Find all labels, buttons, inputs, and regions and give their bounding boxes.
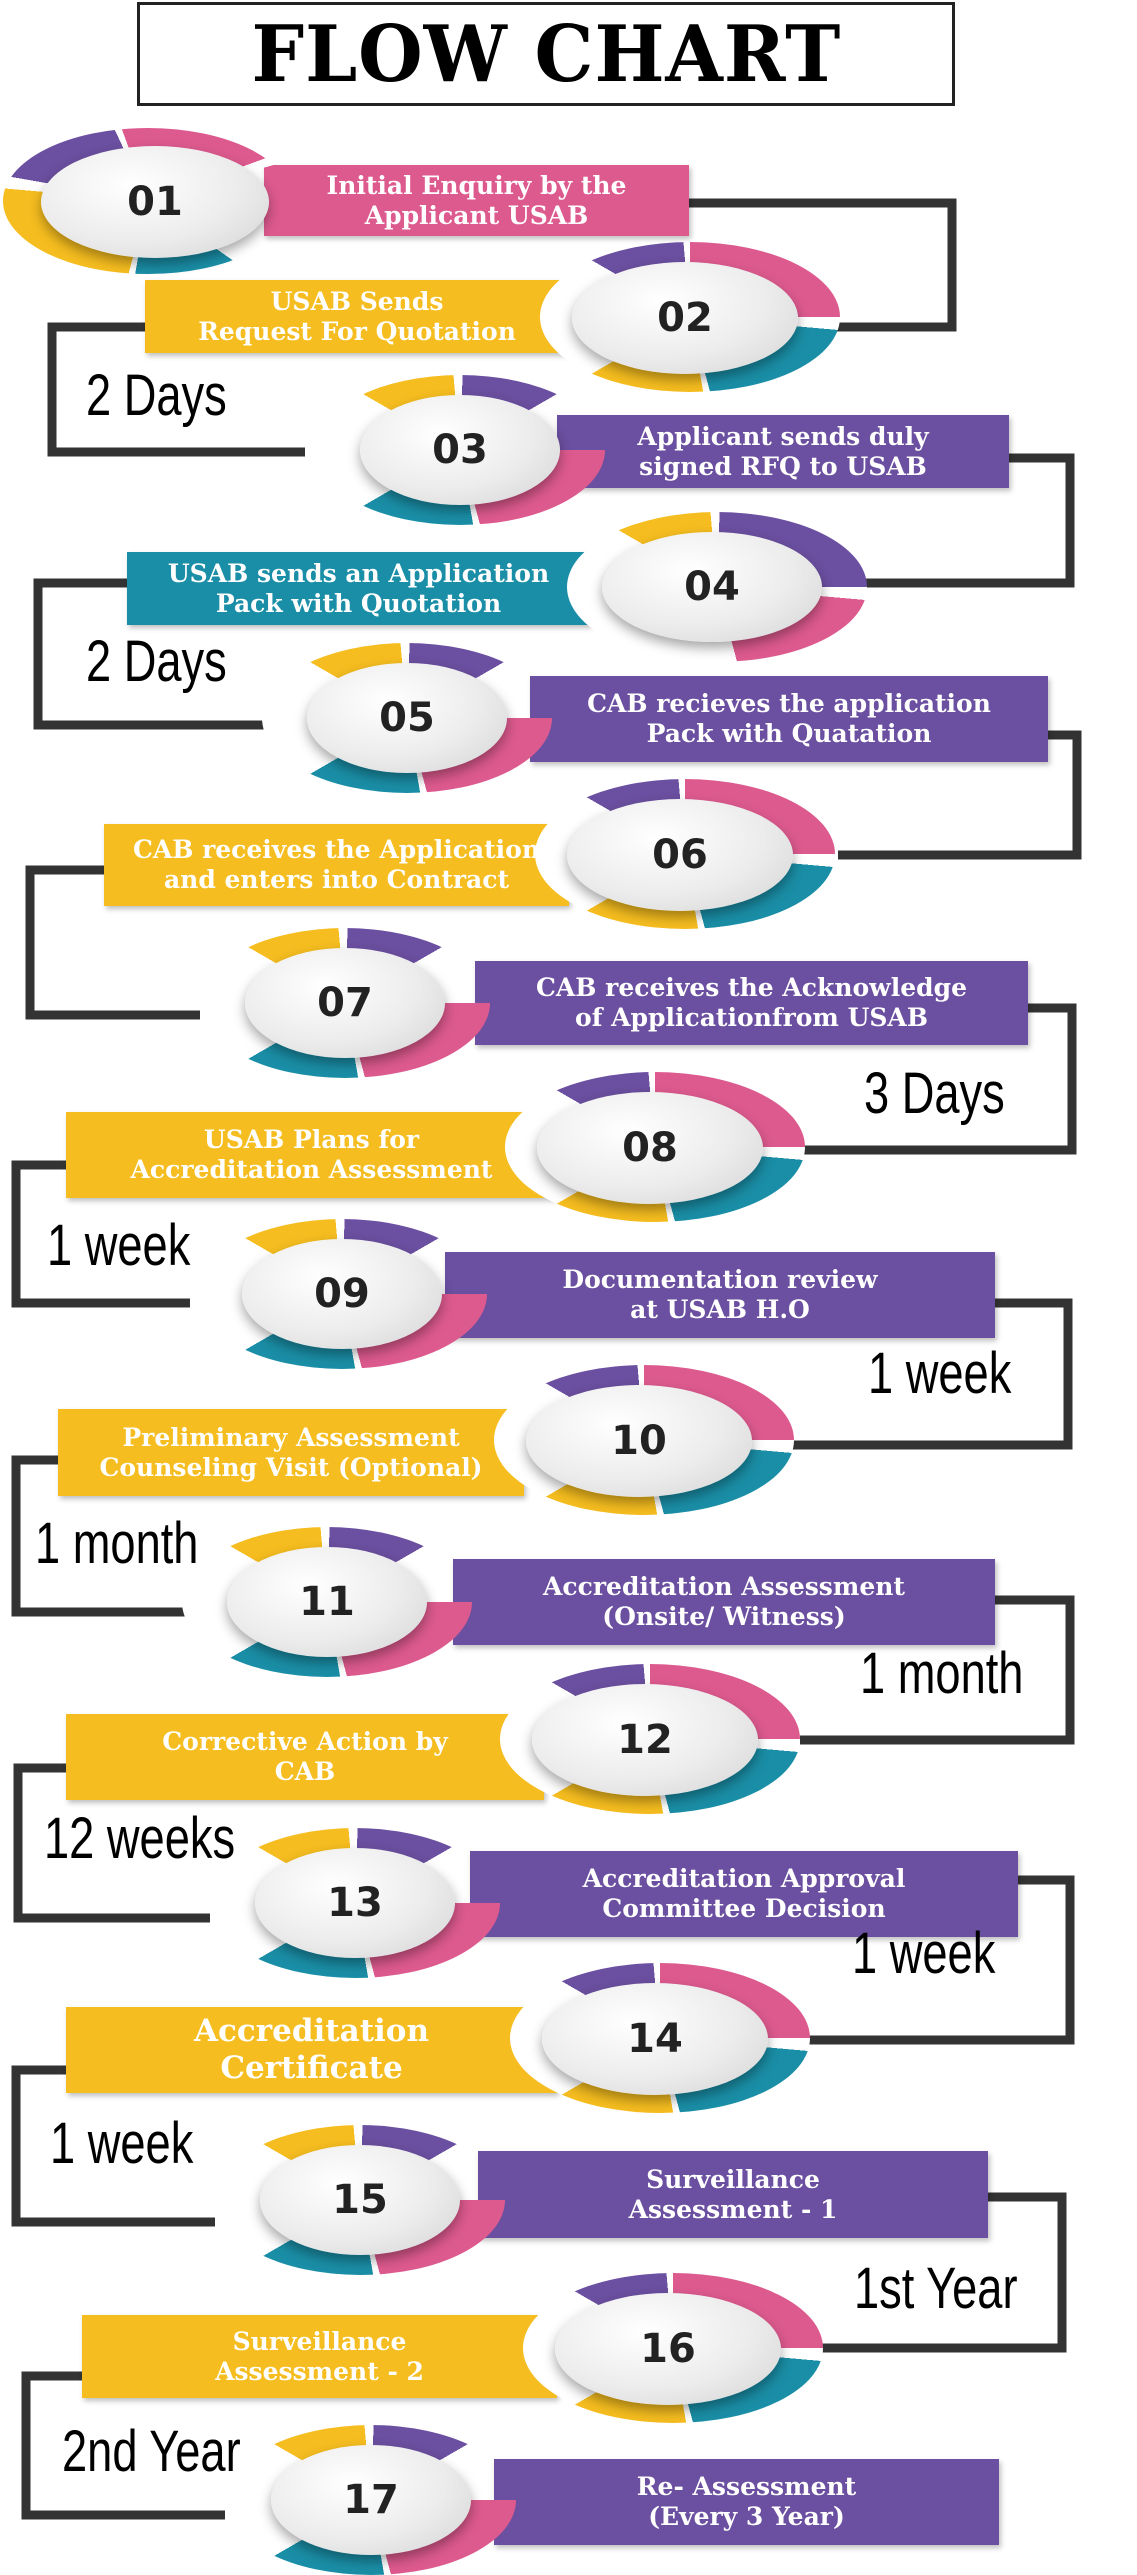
duration-label-11-12: 1 month [860,1641,1024,1706]
step-circle-11: 11 [182,1527,472,1677]
step-number-09: 09 [314,1271,370,1317]
connector-07-08 [800,1003,1077,1155]
step-box-03: Applicant sends duly signed RFQ to USAB [557,415,1009,488]
connector-16-17 [21,2371,225,2520]
duration-label-13-14: 1 week [852,1921,996,1986]
connector-06-07 [25,865,200,1020]
duration-label-02-03: 2 Days [86,363,227,428]
step-number-12: 12 [617,1717,673,1763]
step-text-15: Surveillance Assessment - 1 [628,2164,838,2224]
step-box-06: CAB receives the Application and enters … [104,824,569,906]
step-number-07: 07 [317,980,373,1026]
step-circle-14: 14 [510,1963,810,2113]
step-circle-03: 03 [315,375,605,525]
step-text-04: USAB sends an Application Pack with Quot… [167,558,550,618]
step-number-04: 04 [684,564,740,610]
flow-chart-title-box: FLOW CHART [137,2,955,106]
step-box-05: CAB recieves the application Pack with Q… [530,676,1048,762]
step-text-11: Accreditation Assessment (Onsite/ Witnes… [543,1572,905,1631]
step-box-07: CAB receives the Acknowledge of Applicat… [475,961,1028,1045]
step-number-17: 17 [343,2477,399,2523]
duration-label-08-09: 1 week [47,1213,191,1278]
step-number-13: 13 [327,1880,383,1926]
step-box-12: Corrective Action by CAB [66,1714,544,1800]
step-box-10: Preliminary Assessment Counseling Visit … [58,1409,524,1496]
step-number-02: 02 [657,295,713,341]
step-number-10: 10 [611,1418,667,1464]
step-box-11: Accreditation Assessment (Onsite/ Witnes… [453,1559,995,1645]
step-box-08: USAB Plans for Accreditation Assessment [66,1112,557,1198]
connector-03-04 [862,453,1075,588]
step-text-17: Re- Assessment (Every 3 Year) [636,2472,857,2531]
step-text-02: USAB Sends Request For Quotation [198,286,516,346]
step-text-12: Corrective Action by CAB [162,1727,448,1786]
step-box-17: Re- Assessment (Every 3 Year) [494,2459,999,2545]
step-number-05: 05 [379,695,435,741]
duration-label-16-17: 2nd Year [62,2419,241,2484]
step-circle-07: 07 [200,928,490,1078]
step-number-16: 16 [640,2326,696,2372]
duration-label-10-11: 1 month [35,1511,199,1576]
step-number-15: 15 [332,2177,388,2223]
page-title: FLOW CHART [251,8,841,100]
duration-label-07-08: 3 Days [864,1061,1005,1126]
connector-04-05 [33,578,265,730]
step-circle-05: 05 [262,643,552,793]
step-text-14: Accreditation Certificate [193,2012,430,2086]
step-text-01: Initial Enquiry by the Applicant USAB [326,170,627,230]
step-text-07: CAB receives the Acknowledge of Applicat… [536,973,967,1032]
connector-01-02 [689,198,957,332]
step-number-03: 03 [432,427,488,473]
duration-label-04-05: 2 Days [86,629,227,694]
step-text-05: CAB recieves the application Pack with Q… [587,689,991,748]
step-box-15: Surveillance Assessment - 1 [478,2151,988,2238]
step-circle-12: 12 [500,1664,800,1814]
step-box-09: Documentation review at USAB H.O [445,1252,995,1338]
step-text-06: CAB receives the Application and enters … [132,835,541,894]
connector-13-14 [805,1875,1075,2045]
step-box-16: Surveillance Assessment - 2 [82,2315,557,2398]
step-box-14: Accreditation Certificate [66,2007,557,2093]
step-circle-08: 08 [505,1072,805,1222]
connector-15-16 [815,2192,1067,2353]
step-circle-06: 06 [535,779,835,929]
step-circle-15: 15 [215,2125,505,2275]
step-circle-04: 04 [567,512,867,662]
step-circle-02: 02 [540,242,840,392]
step-number-11: 11 [299,1579,355,1625]
step-box-02: USAB Sends Request For Quotation [145,280,569,353]
connector-14-15 [11,2065,215,2227]
step-text-09: Documentation review at USAB H.O [562,1265,878,1324]
step-circle-13: 13 [210,1828,500,1978]
duration-label-12-13: 12 weeks [44,1806,236,1871]
step-circle-16: 16 [523,2273,823,2423]
step-circle-17: 17 [226,2425,516,2575]
connector-08-09 [11,1160,190,1308]
connector-12-13 [13,1763,210,1923]
step-text-08: USAB Plans for Accreditation Assessment [130,1125,493,1184]
step-text-13: Accreditation Approval Committee Decisio… [582,1864,906,1923]
step-number-14: 14 [627,2016,683,2062]
step-number-06: 06 [652,832,708,878]
step-text-16: Surveillance Assessment - 2 [215,2326,424,2386]
step-box-01: Initial Enquiry by the Applicant USAB [264,165,689,236]
step-box-13: Accreditation Approval Committee Decisio… [470,1851,1018,1937]
duration-label-14-15: 1 week [50,2111,194,2176]
connector-09-10 [790,1298,1073,1450]
connector-11-12 [800,1595,1075,1745]
step-number-08: 08 [622,1125,678,1171]
step-number-01: 01 [127,179,183,225]
connector-10-11 [11,1455,190,1617]
step-box-04: USAB sends an Application Pack with Quot… [127,552,590,625]
duration-label-09-10: 1 week [868,1341,1012,1406]
step-circle-10: 10 [494,1365,794,1515]
step-circle-09: 09 [197,1219,487,1369]
connector-05-06 [838,730,1082,860]
connector-02-03 [47,322,305,457]
step-circle-01: 01 [3,128,293,274]
duration-label-15-16: 1st Year [854,2256,1018,2321]
step-text-03: Applicant sends duly signed RFQ to USAB [637,421,929,481]
step-text-10: Preliminary Assessment Counseling Visit … [99,1422,483,1482]
